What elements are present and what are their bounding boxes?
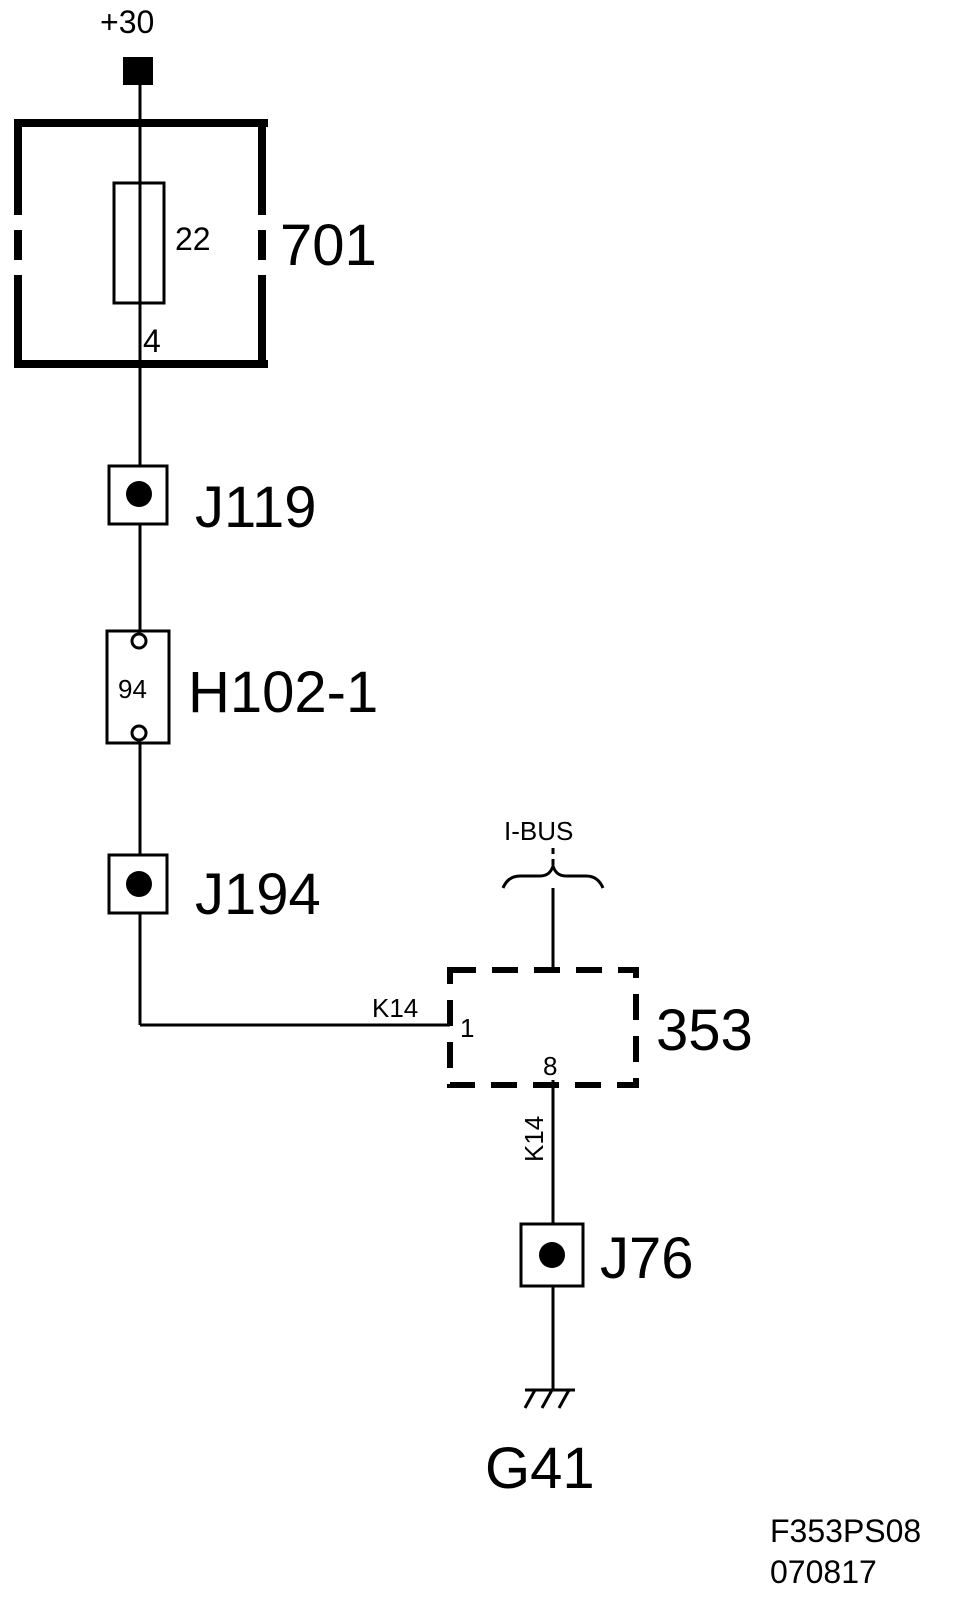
splice-j194-dot	[126, 871, 152, 897]
module-pin-out: 8	[543, 1051, 557, 1081]
j119-label: J119	[195, 475, 316, 540]
supply-terminal-icon	[123, 57, 153, 85]
supply-label: +30	[100, 4, 154, 40]
connector-h102-icon	[105, 629, 171, 745]
module-353	[447, 967, 639, 1088]
module-pin-in: 1	[460, 1013, 474, 1043]
ground-icon	[523, 1388, 575, 1409]
h102-pin: 94	[118, 674, 147, 704]
module-label: 353	[656, 998, 753, 1063]
ibus-label: I-BUS	[504, 816, 573, 846]
splice-j76-dot	[539, 1242, 565, 1268]
j76-label: J76	[600, 1226, 694, 1291]
fuse-box-701	[14, 119, 268, 368]
ibus-brace-icon	[501, 860, 605, 889]
footer-code: F353PS08	[770, 1513, 921, 1549]
j194-label: J194	[195, 862, 321, 927]
h102-label: H102-1	[188, 660, 378, 725]
wire-in-code: K14	[372, 993, 418, 1023]
fuse-number: 22	[175, 221, 211, 257]
splice-j119-dot	[126, 481, 152, 507]
fuse-pin: 4	[143, 323, 161, 359]
footer-date: 070817	[770, 1554, 877, 1590]
ground-label: G41	[485, 1436, 595, 1501]
fuse-box-label: 701	[280, 213, 377, 278]
wire-out-code: K14	[519, 1116, 549, 1162]
